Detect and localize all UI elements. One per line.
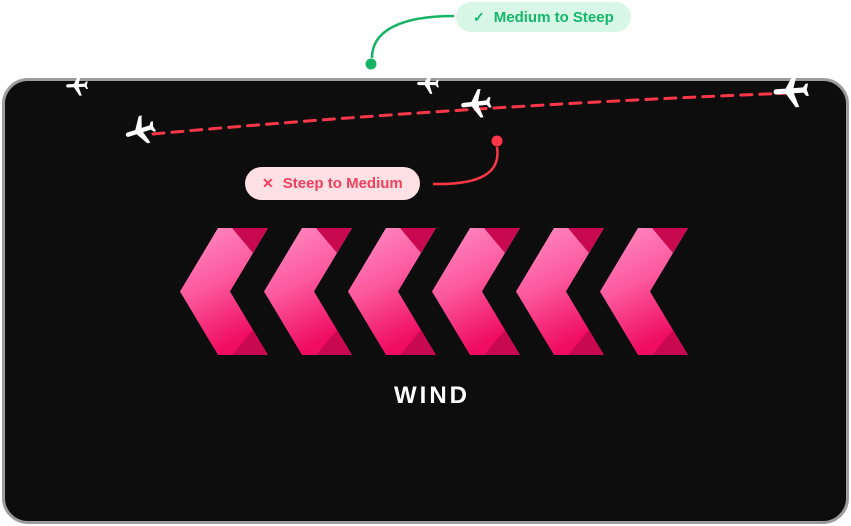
incorrect-callout-label: Steep to Medium: [282, 175, 403, 192]
wind-chevron-icon: [264, 228, 352, 355]
correct-callout-label: Medium to Steep: [493, 8, 614, 26]
wind-chevron-icon: [516, 228, 604, 355]
correct-callout-connector: [370, 14, 455, 59]
airplane-icon: [415, 70, 441, 96]
airplane-icon: [122, 112, 158, 148]
wind-arrows: [180, 228, 688, 355]
wind-label: WIND: [394, 382, 470, 409]
x-icon: ✕: [262, 175, 274, 191]
check-icon: ✓: [473, 8, 485, 25]
airplane-icon: [770, 69, 812, 111]
wind-chevron-icon: [600, 228, 688, 355]
incorrect-callout-badge: ✕ Steep to Medium: [245, 167, 420, 200]
wind-chevron-icon: [348, 228, 436, 355]
airplane-icon: [458, 85, 494, 121]
correct-callout-badge: ✓ Medium to Steep: [456, 2, 631, 32]
airplane-icon: [64, 72, 90, 98]
correct-callout-dot: [365, 58, 377, 70]
wind-chevron-icon: [432, 228, 520, 355]
wind-chevron-icon: [180, 228, 268, 355]
field-background: [2, 78, 849, 524]
